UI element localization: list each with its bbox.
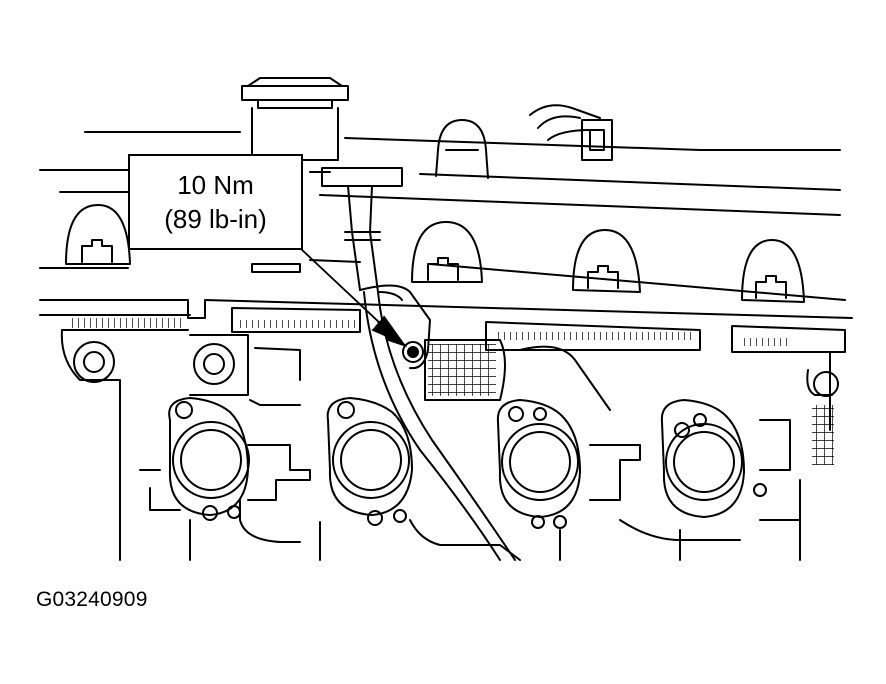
exhaust-port-2	[326, 397, 413, 526]
exhaust-port-4	[660, 399, 767, 518]
lower-casting-outline	[119, 347, 801, 561]
exhaust-port-3	[496, 399, 581, 529]
cylinder-head-deck	[39, 299, 853, 353]
exhaust-port-1	[168, 397, 250, 521]
torque-value-imperial: (89 lb-in)	[164, 204, 267, 234]
cylinder-head-body	[60, 329, 839, 561]
electrical-connector	[529, 104, 613, 161]
torque-spec-callout: 10 Nm (89 lb-in)	[128, 154, 303, 250]
tube-bracket	[359, 284, 516, 561]
figure-reference-id: G03240909	[36, 588, 148, 611]
oil-filler-cap	[241, 77, 349, 161]
dipstick-tube	[321, 167, 403, 293]
torque-leader-arrow	[299, 247, 407, 347]
valve-cover-bolt-bosses	[65, 119, 805, 303]
torque-value-metric: 10 Nm	[177, 170, 254, 200]
valve-cover-outline	[39, 131, 846, 301]
